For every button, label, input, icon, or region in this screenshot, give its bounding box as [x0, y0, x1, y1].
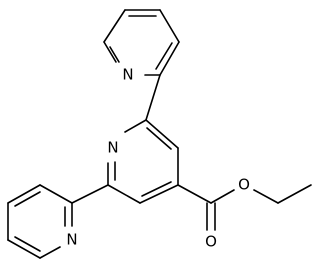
center-pyridine-ring — [107, 119, 179, 204]
ethyl-ester-group — [177, 184, 312, 231]
bond — [253, 189, 279, 204]
bottom-pyridine-ring — [7, 184, 73, 259]
bond — [14, 191, 41, 207]
atom-label-o-ester: O — [238, 176, 250, 194]
bond — [210, 189, 235, 204]
atom-label-n-center: N — [107, 139, 118, 157]
bond — [71, 184, 109, 204]
bond — [277, 184, 312, 204]
bond — [146, 127, 172, 150]
bond — [139, 184, 179, 204]
bond — [145, 119, 179, 149]
bond — [39, 246, 61, 259]
bond — [145, 74, 161, 121]
atom-label-n-top: N — [122, 66, 133, 84]
bond — [103, 41, 117, 63]
bond — [159, 9, 180, 43]
bond — [155, 42, 173, 70]
bond — [7, 239, 41, 259]
bond — [124, 119, 147, 133]
bond — [14, 236, 41, 252]
top-pyridine-ring — [103, 9, 180, 76]
atom-label-n-bottom: N — [66, 231, 77, 249]
bond — [159, 41, 180, 76]
bond — [39, 184, 73, 204]
bond — [109, 46, 120, 63]
bond — [141, 181, 172, 197]
atom-label-o-carbonyl: O — [205, 233, 217, 251]
bond — [107, 184, 141, 204]
bond — [7, 184, 41, 204]
bond — [103, 9, 126, 43]
bond — [177, 184, 212, 204]
